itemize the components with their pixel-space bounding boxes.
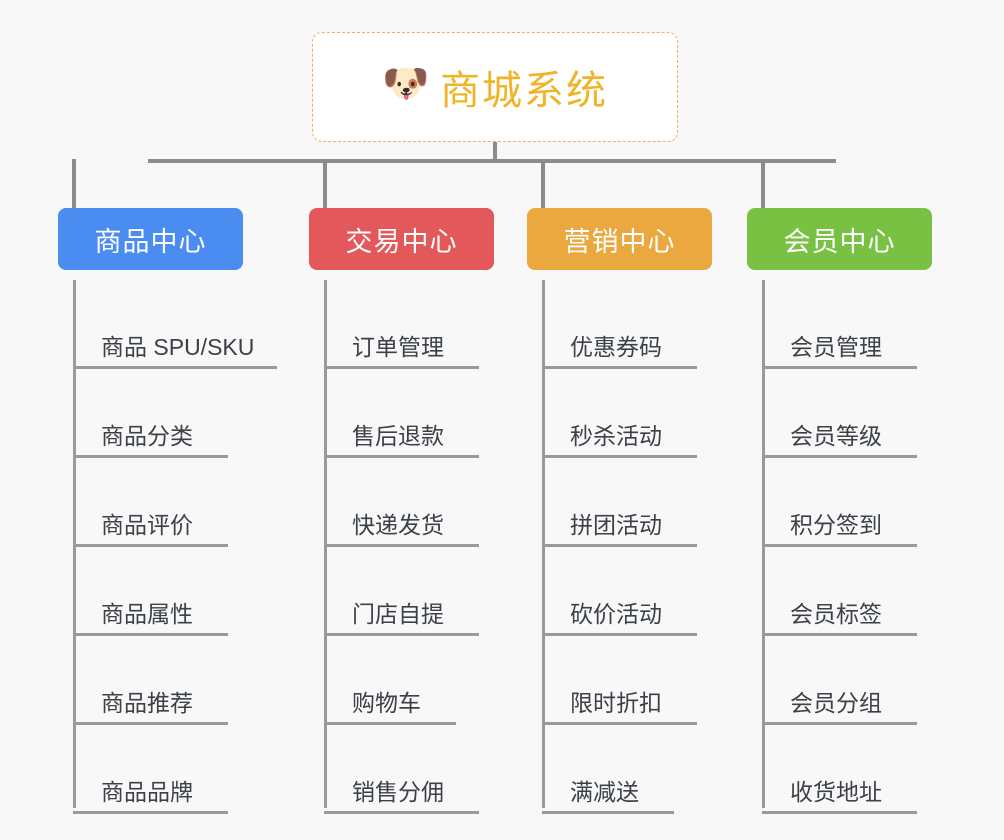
leaf-item-label: 优惠券码 <box>570 333 662 360</box>
category-box-2[interactable]: 交易中心 <box>309 208 494 270</box>
leaf-item[interactable]: 商品分类 <box>73 369 228 458</box>
category-box-4[interactable]: 会员中心 <box>747 208 932 270</box>
category-label: 交易中心 <box>345 226 458 257</box>
leaf-item-label: 拼团活动 <box>570 511 662 538</box>
leaf-item-label: 会员标签 <box>790 600 882 627</box>
leaf-item[interactable]: 商品品牌 <box>73 725 228 814</box>
leaf-item-label: 商品属性 <box>101 600 193 627</box>
leaf-item[interactable]: 优惠券码 <box>542 280 697 369</box>
category-label: 营销中心 <box>563 226 676 257</box>
category-box-1[interactable]: 商品中心 <box>58 208 243 270</box>
leaf-item-label: 快递发货 <box>352 511 444 538</box>
leaf-item[interactable]: 售后退款 <box>324 369 479 458</box>
leaf-item[interactable]: 会员分组 <box>762 636 917 725</box>
leaf-item-label: 积分签到 <box>790 511 882 538</box>
drop-connector-2 <box>323 159 327 209</box>
leaf-item[interactable]: 销售分佣 <box>324 725 479 814</box>
leaf-item-label: 会员管理 <box>790 333 882 360</box>
leaf-item[interactable]: 商品评价 <box>73 458 228 547</box>
horizontal-bus-connector <box>148 159 836 163</box>
leaf-item[interactable]: 满减送 <box>542 725 674 814</box>
leaf-item-label: 购物车 <box>352 689 421 716</box>
category-label: 会员中心 <box>783 226 896 257</box>
leaf-item[interactable]: 砍价活动 <box>542 547 697 636</box>
leaf-item-label: 门店自提 <box>352 600 444 627</box>
drop-connector-1 <box>72 159 76 209</box>
leaf-item[interactable]: 拼团活动 <box>542 458 697 547</box>
leaf-item-label: 订单管理 <box>352 333 444 360</box>
leaf-item-label: 售后退款 <box>352 422 444 449</box>
leaf-item-label: 收货地址 <box>790 778 882 805</box>
leaf-item[interactable]: 门店自提 <box>324 547 479 636</box>
leaf-item-label: 限时折扣 <box>570 689 662 716</box>
leaf-item-label: 砍价活动 <box>570 600 662 627</box>
leaf-item[interactable]: 收货地址 <box>762 725 917 814</box>
leaf-item-label: 会员等级 <box>790 422 882 449</box>
leaf-item-label: 商品品牌 <box>101 778 193 805</box>
drop-connector-3 <box>541 159 545 209</box>
leaf-item-label: 商品分类 <box>101 422 193 449</box>
shiba-dog-face-icon: 🐶 <box>382 63 430 105</box>
leaf-item-label: 商品评价 <box>101 511 193 538</box>
root-stem-connector <box>493 142 497 162</box>
leaf-item[interactable]: 秒杀活动 <box>542 369 697 458</box>
leaf-item[interactable]: 商品推荐 <box>73 636 228 725</box>
leaf-item[interactable]: 积分签到 <box>762 458 917 547</box>
leaf-item-label: 秒杀活动 <box>570 422 662 449</box>
leaf-item[interactable]: 商品 SPU/SKU <box>73 280 277 369</box>
leaf-item[interactable]: 会员标签 <box>762 547 917 636</box>
leaf-item-label: 销售分佣 <box>352 778 444 805</box>
leaf-item[interactable]: 购物车 <box>324 636 456 725</box>
leaf-item[interactable]: 订单管理 <box>324 280 479 369</box>
drop-connector-4 <box>761 159 765 209</box>
leaf-item[interactable]: 限时折扣 <box>542 636 697 725</box>
leaf-item-label: 满减送 <box>570 778 639 805</box>
root-node[interactable]: 🐶 商城系统 <box>312 32 678 142</box>
leaf-item-label: 商品 SPU/SKU <box>101 333 255 360</box>
category-box-3[interactable]: 营销中心 <box>527 208 712 270</box>
leaf-item[interactable]: 会员等级 <box>762 369 917 458</box>
leaf-item[interactable]: 会员管理 <box>762 280 917 369</box>
root-title: 商城系统 <box>440 69 608 113</box>
leaf-item[interactable]: 商品属性 <box>73 547 228 636</box>
leaf-item-label: 商品推荐 <box>101 689 193 716</box>
leaf-item-label: 会员分组 <box>790 689 882 716</box>
leaf-item[interactable]: 快递发货 <box>324 458 479 547</box>
category-label: 商品中心 <box>94 226 207 257</box>
